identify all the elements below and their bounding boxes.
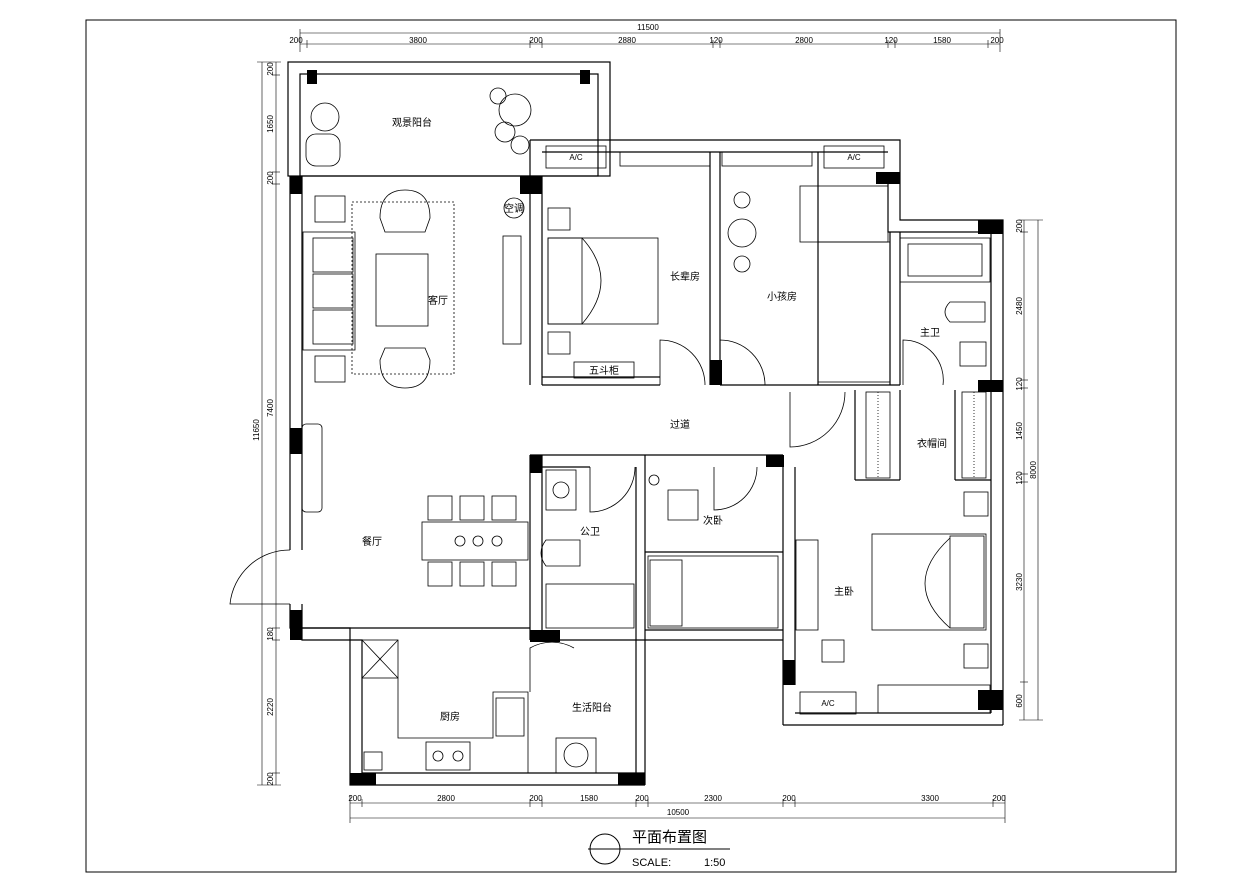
bottom-dimensions: [349, 795, 1006, 823]
bottom-dim-9: 200: [992, 794, 1006, 803]
ac-unit-3: A/C: [821, 699, 835, 708]
master-bath-fixtures: [899, 237, 991, 386]
kids-room-furniture: [719, 151, 891, 386]
top-dim-6: 2800: [795, 36, 813, 45]
left-dim-7: 200: [266, 772, 275, 786]
right-dim-2: 2480: [1015, 297, 1024, 315]
master-bath-label: 主卫: [920, 327, 940, 339]
living-room-furniture: [302, 189, 525, 389]
top-dim-2: 3800: [409, 36, 427, 45]
right-dim-1: 200: [1015, 219, 1024, 233]
bottom-dim-5: 200: [635, 794, 649, 803]
top-dim-5: 120: [709, 36, 723, 45]
left-segment-labels: 200 1650 200 7400 180 2220 200: [266, 62, 275, 786]
second-bed-label: 次卧: [703, 514, 723, 527]
view-balcony-inner: [299, 73, 599, 177]
top-dim-1: 200: [289, 36, 303, 45]
left-dim-6: 2220: [266, 698, 275, 716]
utility-balcony-label: 生活阳台: [572, 701, 612, 714]
view-balcony-label: 观景阳台: [392, 116, 432, 129]
top-dim-9: 200: [990, 36, 1004, 45]
right-dim-5: 120: [1015, 471, 1024, 485]
public-bath-fixtures: [540, 466, 636, 629]
kitchen-fixtures: [361, 639, 529, 773]
ac-unit-1: A/C: [569, 153, 583, 162]
bottom-dim-7: 200: [782, 794, 796, 803]
top-dim-3: 200: [529, 36, 543, 45]
entry-door: [229, 549, 291, 605]
second-bedroom-furniture: [647, 466, 779, 629]
bottom-dim-6: 2300: [704, 794, 722, 803]
top-dimensions: [299, 29, 1001, 52]
left-dim-2: 1650: [266, 115, 275, 133]
top-dim-8: 1580: [933, 36, 951, 45]
top-dim-4: 2880: [618, 36, 636, 45]
dining-furniture: [301, 423, 529, 587]
right-segment-labels: 200 2480 120 1450 120 3230 600: [1015, 219, 1024, 708]
top-dim-7: 120: [884, 36, 898, 45]
master-bedroom-furniture: [795, 491, 991, 714]
exterior-walls: [287, 61, 1004, 786]
bottom-dim-4: 1580: [580, 794, 598, 803]
elder-room-label: 长辈房: [670, 270, 700, 283]
public-bath-label: 公卫: [580, 527, 600, 538]
utility-balcony-fixtures: [529, 641, 597, 774]
left-dim-4: 7400: [266, 399, 275, 417]
ac-unit-2: A/C: [847, 153, 861, 162]
ac-label: 空调: [504, 202, 524, 215]
cloakroom-label: 衣帽间: [917, 437, 947, 450]
scale-value: 1:50: [704, 857, 725, 869]
living-room-label: 客厅: [428, 294, 448, 307]
scale-label: SCALE:: [632, 857, 671, 869]
right-dim-7: 600: [1015, 694, 1024, 708]
master-bed-label: 主卧: [834, 585, 854, 598]
title-block: [588, 833, 730, 865]
right-dimensions: [1019, 219, 1043, 721]
right-dim-4: 1450: [1015, 422, 1024, 440]
bottom-segment-labels: 200 2800 200 1580 200 2300 200 3300 200: [348, 794, 1006, 803]
left-dim-3: 200: [266, 171, 275, 185]
ac-units: [545, 145, 885, 715]
left-dim-1: 200: [266, 62, 275, 76]
kitchen-label: 厨房: [440, 710, 460, 723]
left-total-dim: 11650: [252, 419, 261, 441]
right-dim-6: 3230: [1015, 573, 1024, 591]
bottom-total-dim: 10500: [667, 808, 690, 817]
right-total-dim: 8000: [1029, 461, 1038, 479]
dining-label: 餐厅: [362, 535, 382, 548]
cloakroom-wardrobes: [789, 391, 987, 479]
bottom-dim-3: 200: [529, 794, 543, 803]
drawer-label: 五斗柜: [589, 364, 619, 377]
balcony-furniture: [305, 87, 532, 167]
left-dimensions: [257, 61, 281, 786]
bottom-dim-2: 2800: [437, 794, 455, 803]
bottom-dim-8: 3300: [921, 794, 939, 803]
right-dim-3: 120: [1015, 377, 1024, 391]
corridor-label: 过道: [670, 418, 690, 431]
sheet-frame: [85, 19, 1177, 873]
top-total-dim: 11500: [637, 23, 659, 32]
plan-title: 平面布置图: [632, 828, 707, 846]
left-dim-5: 180: [266, 627, 275, 641]
bottom-dim-1: 200: [348, 794, 362, 803]
view-balcony-outline: [287, 61, 611, 177]
kids-room-label: 小孩房: [767, 290, 797, 303]
structural-columns: [290, 70, 1003, 785]
top-segment-labels: 200 3800 200 2880 120 2800 120 1580 200: [289, 36, 1004, 45]
elder-room-furniture: [547, 151, 711, 386]
